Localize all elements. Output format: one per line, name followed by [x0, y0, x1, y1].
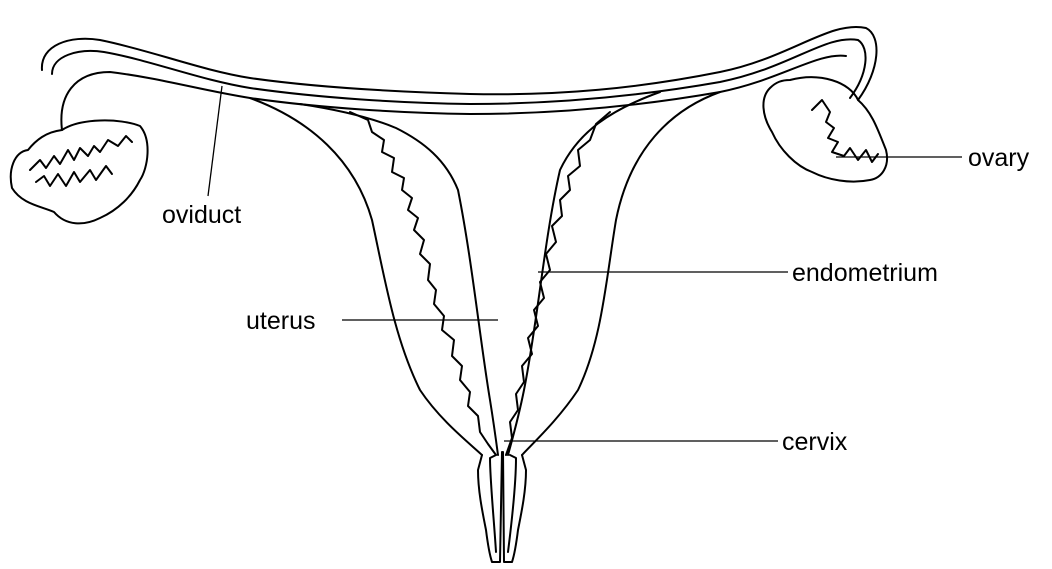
uterus-label: uterus — [246, 307, 315, 335]
ovary-left-detail-2 — [36, 166, 112, 186]
uterus-right-outer-wall — [522, 92, 720, 455]
oviduct-label: oviduct — [162, 201, 241, 229]
uterus-left-outer-wall — [250, 98, 482, 455]
cervix-inner-left — [490, 455, 496, 552]
ovary-right-detail — [812, 100, 878, 162]
ovary-label: ovary — [968, 144, 1030, 172]
ovary-left-detail — [30, 136, 132, 170]
endometrium-label: endometrium — [792, 259, 938, 287]
cervix-right-outline — [503, 452, 526, 562]
cervix-inner-right — [508, 455, 516, 552]
labels: oviduct ovary endometrium uterus cervix — [162, 144, 1030, 456]
oviduct-leader-line — [208, 86, 222, 196]
organ-drawing — [11, 27, 887, 562]
ovary-right — [763, 77, 887, 181]
cervix-label: cervix — [782, 428, 848, 456]
oviduct-top-outline — [42, 27, 877, 100]
uterus-right-inner-wall — [508, 92, 660, 455]
